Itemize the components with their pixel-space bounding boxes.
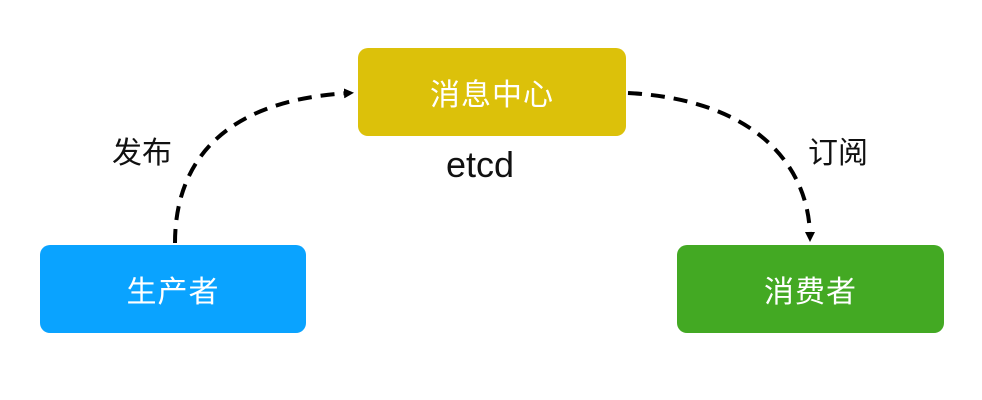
message-hub-node: 消息中心 [358,48,626,136]
publish-edge-label: 发布 [112,136,172,171]
consumer-node: 消费者 [677,245,944,333]
subscribe-edge-label: 订阅 [808,136,868,171]
subscribe-arrow [627,91,815,242]
message-hub-label: 消息中心 [430,78,554,113]
producer-node: 生产者 [40,245,306,333]
hub-sublabel: etcd [446,144,515,185]
consumer-label: 消费者 [764,275,857,310]
producer-label: 生产者 [126,275,220,310]
publish-arrow [173,88,354,244]
